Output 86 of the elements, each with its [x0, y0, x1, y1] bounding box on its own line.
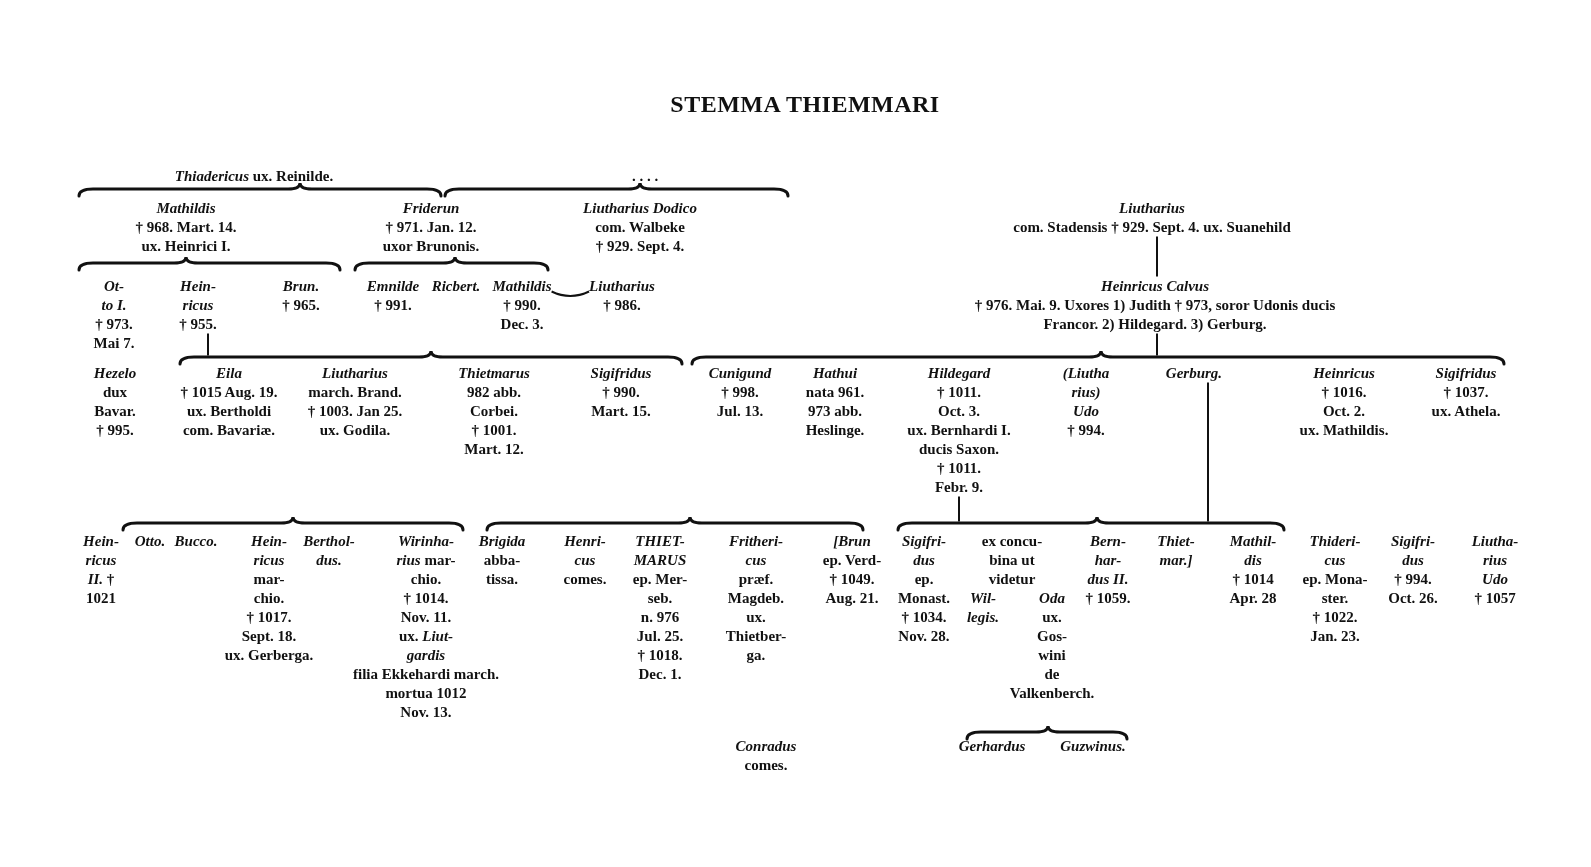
person-name: Mathildis — [156, 198, 216, 218]
person-name: Sigifri- dus — [1390, 531, 1436, 570]
person-name: Liutharius — [1119, 198, 1185, 218]
person-details: † 986. — [603, 295, 641, 315]
person-details: com. Walbeke † 929. Sept. 4. — [595, 217, 685, 256]
person-name: Thiet- mar.] — [1157, 531, 1195, 570]
person-details: ux. Gos- wini de Valkenberch. — [1009, 607, 1095, 703]
person-name: Thietmarus — [458, 363, 530, 383]
person-name: Emnilde — [366, 276, 420, 296]
person-name: Friderun — [402, 198, 460, 218]
person-name: (Liutha rius) Udo — [1062, 363, 1110, 421]
person-name: Hildegard — [927, 363, 991, 383]
person-name: [Brun — [833, 531, 871, 551]
person-name: Eila — [216, 363, 242, 383]
person-details: † 1037. ux. Athela. — [1431, 382, 1501, 421]
person-name: Bucco. — [174, 531, 218, 551]
person-details: dux Bavar. † 995. — [94, 382, 136, 440]
person-name: Gerburg. — [1165, 363, 1223, 383]
person-details: † 994. — [1067, 420, 1105, 440]
person-entry: Hein- ricus II. † 1021 — [83, 531, 119, 608]
person-details: ep. Mer- seb. n. 976 Jul. 25. † 1018. Dec. 1. — [632, 569, 688, 684]
person-name: Liutha- rius Udo — [1471, 531, 1519, 589]
person-details: præf. Magdeb. ux. Thietber- ga. — [725, 569, 787, 665]
person-details: † 998. Jul. 13. — [716, 382, 764, 421]
person-details: † 1015 Aug. 19. ux. Bertholdi com. Bavariæ. — [180, 382, 278, 440]
person-details: † 1011. Oct. 3. ux. Bernhardi I. ducis Saxon. † 1011. Febr. 9. — [907, 382, 1011, 497]
person-name: Oda — [1039, 588, 1065, 608]
person-details: ep. Mona- ster. † 1022. Jan. 23. — [1302, 569, 1368, 646]
person-name: Gerhardus — [958, 736, 1026, 756]
person-details: † 971. Jan. 12. uxor Brunonis. — [382, 217, 480, 256]
person-name: Brun. — [282, 276, 320, 296]
person-name: Sigifridus — [590, 363, 652, 383]
person-name: Ricbert. — [431, 276, 481, 296]
person-details: com. Stadensis † 929. Sept. 4. ux. Suanehild — [1013, 217, 1291, 237]
person-details: comes. — [744, 755, 788, 775]
connector-line — [958, 495, 960, 523]
person-name: Hein- ricus — [180, 276, 216, 315]
person-details: comes. — [563, 569, 607, 589]
person-name: Heinricus — [1313, 363, 1375, 383]
person-entry: Thiadericus ux. Reinilde. — [174, 166, 334, 186]
person-details: † 994. Oct. 26. — [1388, 569, 1438, 608]
person-name: Liutharius — [322, 363, 388, 383]
title: STEMMA THIEMMARI — [670, 90, 940, 119]
person-details: † 973. Mai 7. — [93, 314, 135, 353]
person-name: Hezelo — [93, 363, 137, 383]
person-name: Berthol- dus. — [303, 531, 355, 570]
person-details: † 990. Mart. 15. — [591, 382, 651, 421]
person-details: † 976. Mai. 9. Uxores 1) Judith † 973, soror Udonis ducis Francor. 2) Hildegard. 3) Gerburg. — [974, 295, 1336, 334]
person-name: Ot- to I. — [101, 276, 127, 315]
connector-line — [550, 290, 591, 297]
connector-line — [1207, 381, 1209, 523]
person-details: † 1059. — [1085, 588, 1131, 608]
person-details: † 955. — [179, 314, 217, 334]
person-details: † 1016. Oct. 2. ux. Mathildis. — [1299, 382, 1389, 440]
note-text: ex concu- bina ut videtur — [981, 531, 1043, 589]
person-details: march. Brand. † 1003. Jan 25. ux. Godila. — [307, 382, 403, 440]
person-details: † 1057 — [1474, 588, 1516, 608]
person-details: abba- tissa. — [483, 550, 521, 589]
person-name: Liutharius Dodico — [583, 198, 697, 218]
person-details: ep. Monast. † 1034. Nov. 28. — [897, 569, 951, 646]
person-name: Bern- har- dus II. — [1087, 531, 1129, 589]
person-name: Mathildis — [492, 276, 552, 296]
person-details: † 990. Dec. 3. — [500, 295, 544, 334]
connector-line — [207, 332, 209, 357]
person-name: Hathui — [812, 363, 858, 383]
person-name: Otto. — [134, 531, 166, 551]
person-name: Sigifridus — [1435, 363, 1497, 383]
person-name: Conradus — [735, 736, 797, 756]
person-details: † 991. — [374, 295, 412, 315]
person-details: 982 abb. Corbei. † 1001. Mart. 12. — [464, 382, 524, 459]
connector-line — [1156, 332, 1158, 357]
person-details: mar- chio. † 1017. Sept. 18. ux. Gerberga. — [224, 569, 314, 665]
person-name: Brigida — [478, 531, 526, 551]
person-details: ep. Verd- † 1049. Aug. 21. — [822, 550, 882, 608]
person-name: Wil- legis. — [966, 588, 1000, 627]
person-details: † 1014 Apr. 28 — [1229, 569, 1277, 608]
ellipsis-dots: . . . . — [631, 166, 659, 186]
person-name: Cunigund — [708, 363, 772, 383]
person-name: Liutharius — [589, 276, 655, 296]
person-details: † 965. — [282, 295, 320, 315]
connector-line — [1156, 235, 1158, 278]
person-details: nata 961. 973 abb. Heslinge. — [805, 382, 865, 440]
person-name: Mathil- dis — [1229, 531, 1277, 570]
person-details: † 968. Mart. 14. ux. Heinrici I. — [135, 217, 237, 256]
person-name: Heinricus Calvus — [1101, 276, 1209, 296]
person-name: Guzwinus. — [1060, 736, 1126, 756]
